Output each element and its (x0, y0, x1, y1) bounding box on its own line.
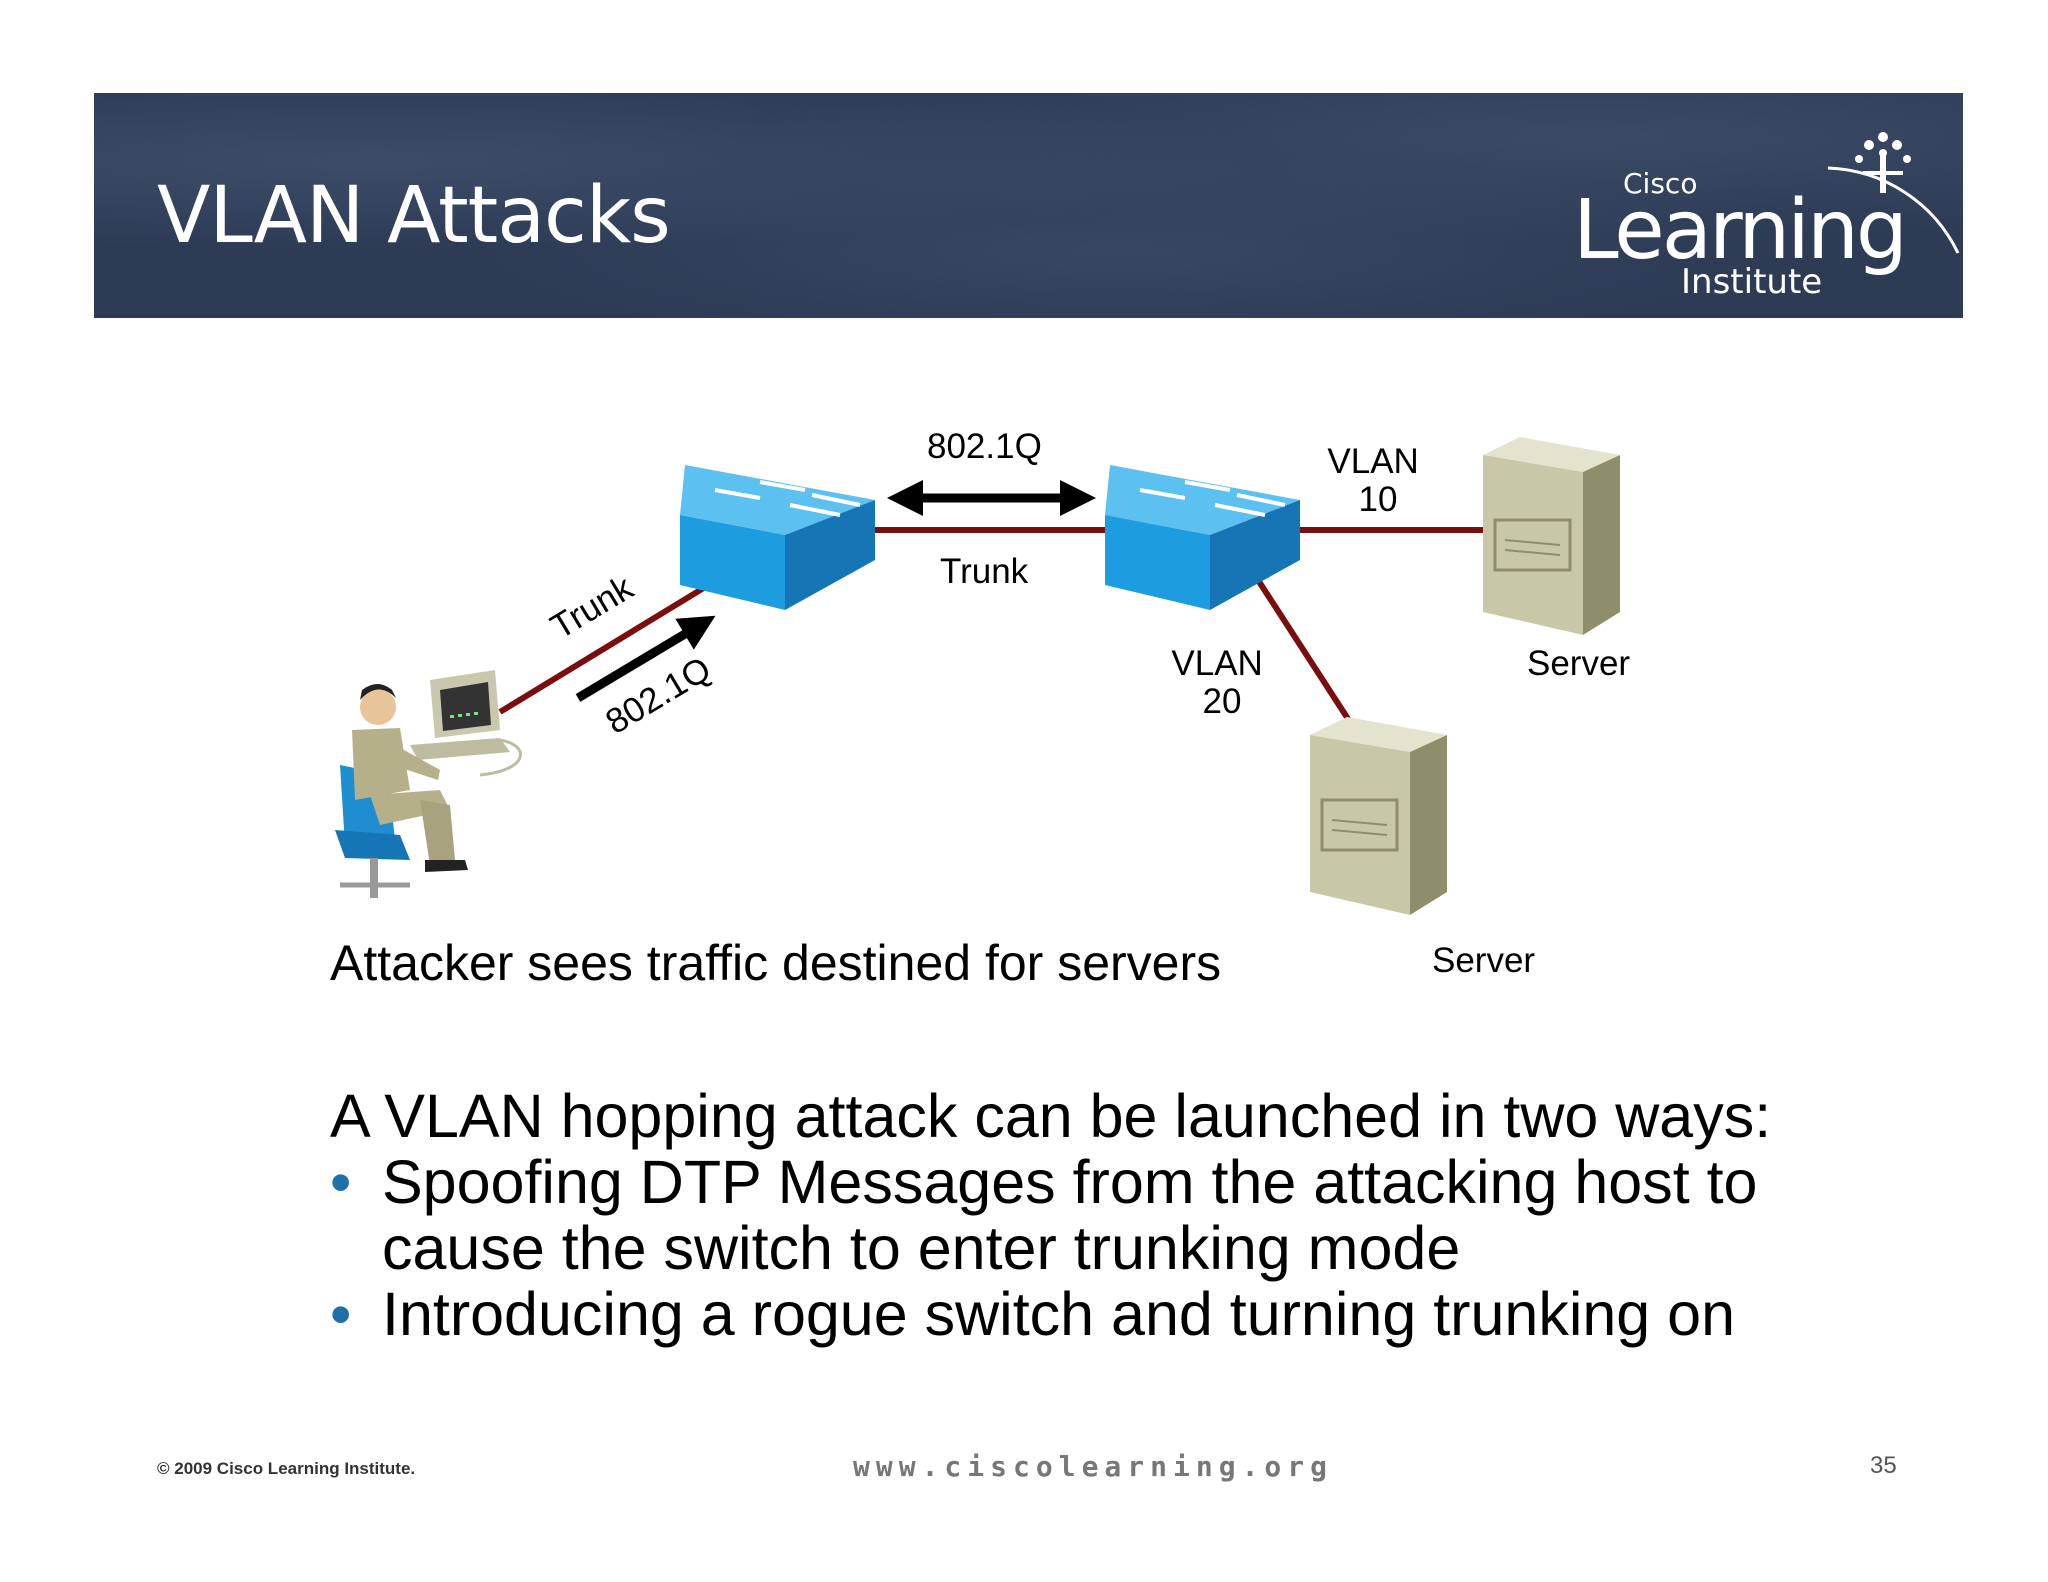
bullet-list: • Spoofing DTP Messages from the attacki… (330, 1149, 1930, 1347)
logo-brand-text: Cisco (1623, 167, 1697, 200)
bullet-icon: • (330, 1148, 352, 1216)
intro-text: A VLAN hopping attack can be launched in… (330, 1082, 1772, 1150)
label-vlan10-line2: 10 (1359, 480, 1398, 519)
bullet-item: • Spoofing DTP Messages from the attacki… (330, 1149, 1930, 1281)
label-vlan20: VLAN 20 (1171, 644, 1272, 721)
label-8021q-arrow: 802.1Q (599, 649, 718, 742)
link-attacker-switch1 (498, 572, 727, 715)
logo-word-text: Learning (1573, 183, 1905, 278)
bullet-text: Spoofing DTP Messages from the attacking… (382, 1148, 1758, 1282)
page-number: 35 (1870, 1452, 1897, 1479)
label-server-bottom: Server (1432, 941, 1535, 980)
title-banner: VLAN Attacks Cisco Learning Institute (94, 93, 1963, 318)
server-icon (1310, 717, 1447, 915)
label-vlan10: VLAN 10 (1327, 442, 1428, 519)
server-icon (1483, 437, 1620, 635)
footer-copyright: © 2009 Cisco Learning Institute. (157, 1459, 416, 1478)
label-vlan20-line1: VLAN (1171, 644, 1262, 683)
logo-sub-text: Institute (1681, 262, 1822, 302)
body-text: A VLAN hopping attack can be launched in… (330, 1083, 1930, 1347)
bullet-icon: • (330, 1280, 352, 1348)
cisco-learning-institute-logo: Cisco Learning Institute (1573, 132, 1960, 302)
bullet-item: • Introducing a rogue switch and turning… (330, 1281, 1930, 1347)
label-8021q-top: 802.1Q (927, 427, 1042, 466)
network-links (498, 527, 1490, 724)
label-server-top: Server (1527, 644, 1630, 683)
label-vlan10-line1: VLAN (1327, 442, 1418, 481)
logo-arc (1827, 166, 1960, 254)
link-switch2-server-bottom (1255, 578, 1353, 724)
label-trunk-switches: Trunk (940, 552, 1029, 591)
switch-icon (1105, 465, 1300, 610)
switch-icon (680, 465, 875, 610)
tree-icon (1855, 132, 1911, 193)
attacker-workstation-icon (335, 670, 522, 898)
footer-url: www.ciscolearning.org (853, 1450, 1334, 1483)
arrow-icon (575, 615, 716, 702)
slide-title: VLAN Attacks (157, 171, 671, 261)
diagram-caption: Attacker sees traffic destined for serve… (330, 935, 1222, 991)
label-vlan20-line2: 20 (1203, 682, 1242, 721)
bullet-text: Introducing a rogue switch and turning t… (382, 1280, 1736, 1348)
